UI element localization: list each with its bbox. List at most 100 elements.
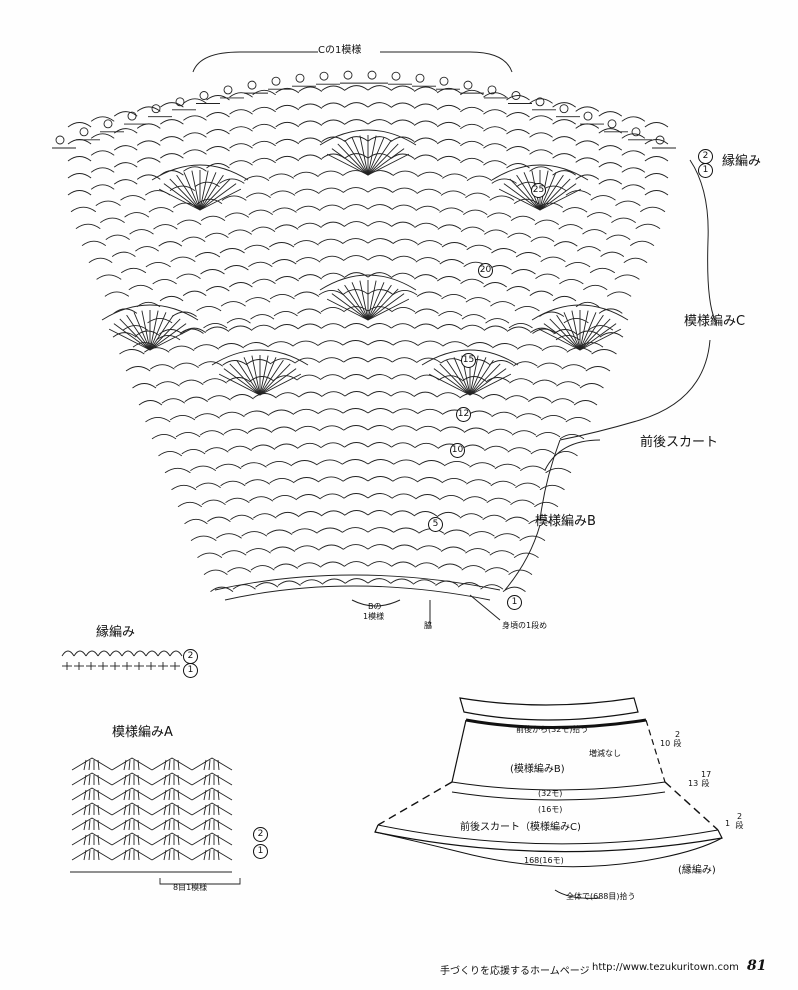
picot xyxy=(439,76,449,86)
chain-arc xyxy=(321,272,346,279)
chain-arc xyxy=(436,155,461,162)
chain-arc xyxy=(534,501,559,508)
chain-arc xyxy=(218,343,245,349)
chain-arc xyxy=(177,219,202,225)
chain-arc xyxy=(151,433,177,440)
chain-arc xyxy=(321,323,346,329)
chain-arc xyxy=(561,364,587,370)
shell-stitch xyxy=(71,757,113,771)
chain-arc xyxy=(207,395,231,401)
chain-arc xyxy=(392,238,418,245)
picot xyxy=(415,73,425,83)
dc-stitch xyxy=(88,804,91,816)
dc-stitch xyxy=(137,759,140,771)
chain-arc xyxy=(343,425,369,431)
dc-stitch xyxy=(203,819,207,831)
chain-arc xyxy=(240,462,267,468)
dc-stitch xyxy=(168,849,171,861)
chain-arc xyxy=(294,477,320,483)
chain-arc xyxy=(367,357,393,363)
chain-arc xyxy=(460,123,484,130)
chain-arc xyxy=(344,272,369,278)
chain-arc xyxy=(294,188,320,195)
dc-stitch xyxy=(208,804,211,816)
shell-stitch xyxy=(111,817,153,831)
dc-stitch xyxy=(208,819,211,831)
chain-arc xyxy=(506,146,530,152)
shell-stitch xyxy=(191,832,233,846)
chain-arc xyxy=(196,305,222,312)
chain-arc xyxy=(367,187,393,193)
dc-stitch xyxy=(163,849,167,861)
chain-arc xyxy=(367,459,394,465)
dc-stitch xyxy=(177,759,180,771)
chain-arc xyxy=(119,349,145,355)
chain-arc xyxy=(229,126,253,132)
dc-stitch xyxy=(97,789,100,801)
chain-arc xyxy=(436,87,461,94)
dc-stitch xyxy=(123,819,127,831)
footer-url[interactable]: http://www.tezukuritown.com xyxy=(592,962,739,973)
chain-arc xyxy=(416,291,442,297)
chain-arc xyxy=(295,357,320,363)
chain-arc xyxy=(124,212,150,218)
chain-arc xyxy=(575,174,600,180)
chain-arc xyxy=(494,533,520,539)
chain-arc xyxy=(245,548,271,554)
chain-arc xyxy=(390,578,414,584)
fan-stitch xyxy=(149,310,159,351)
dim-13-rows: 17段 xyxy=(701,770,712,788)
chain-arc xyxy=(436,138,461,145)
chain-arc xyxy=(171,311,197,317)
chain-arc xyxy=(241,531,268,537)
chain-arc xyxy=(174,362,199,368)
fan-stitch xyxy=(223,368,261,396)
chain-arc xyxy=(367,102,392,108)
chain-arc xyxy=(193,344,220,350)
chain-arc xyxy=(460,106,484,113)
chain-arc xyxy=(575,157,600,163)
chain-arc xyxy=(644,122,669,128)
chain-arc xyxy=(342,527,369,533)
fan-stitch xyxy=(176,174,201,211)
fan-stitch xyxy=(367,148,405,176)
chain-arc xyxy=(164,467,191,474)
chain-arc xyxy=(223,428,249,435)
chain-arc xyxy=(298,274,323,280)
chain-arc xyxy=(417,408,443,415)
fan-stitch xyxy=(199,172,217,211)
chain-arc xyxy=(160,119,184,125)
fan-stitch xyxy=(469,363,501,396)
edge-chart-title: 縁編み xyxy=(96,625,136,640)
dc-stitch xyxy=(168,834,171,846)
chain-arc xyxy=(128,284,153,291)
shell-stitch xyxy=(111,802,153,816)
fan-stitch xyxy=(469,373,512,396)
chain-arc xyxy=(367,391,392,397)
edge-label: 縁編み xyxy=(722,154,762,169)
fan-stitch xyxy=(359,135,369,176)
chain-arc xyxy=(183,132,207,138)
picot xyxy=(487,85,497,95)
chain-arc xyxy=(482,514,506,521)
chain-arc xyxy=(197,552,223,558)
chain-arc xyxy=(367,425,393,431)
chain-arc xyxy=(438,563,462,569)
chain-arc xyxy=(466,175,493,181)
dc-stitch xyxy=(137,804,140,816)
dc-stitch xyxy=(137,774,140,786)
chain-arc xyxy=(502,586,526,592)
chain-arc xyxy=(319,425,345,431)
picot xyxy=(199,91,209,100)
dc-stitch xyxy=(177,834,180,846)
chain-arc xyxy=(318,408,344,414)
chain-arc xyxy=(529,98,553,104)
chain-arc xyxy=(606,234,631,240)
dc-stitch xyxy=(177,789,180,801)
chain-arc xyxy=(414,442,439,449)
chain-arc xyxy=(204,447,229,453)
chain-arc xyxy=(195,482,221,488)
picot xyxy=(151,104,161,114)
body-row1-label: 身頃の1段め xyxy=(502,621,548,630)
chain-arc xyxy=(415,257,441,263)
